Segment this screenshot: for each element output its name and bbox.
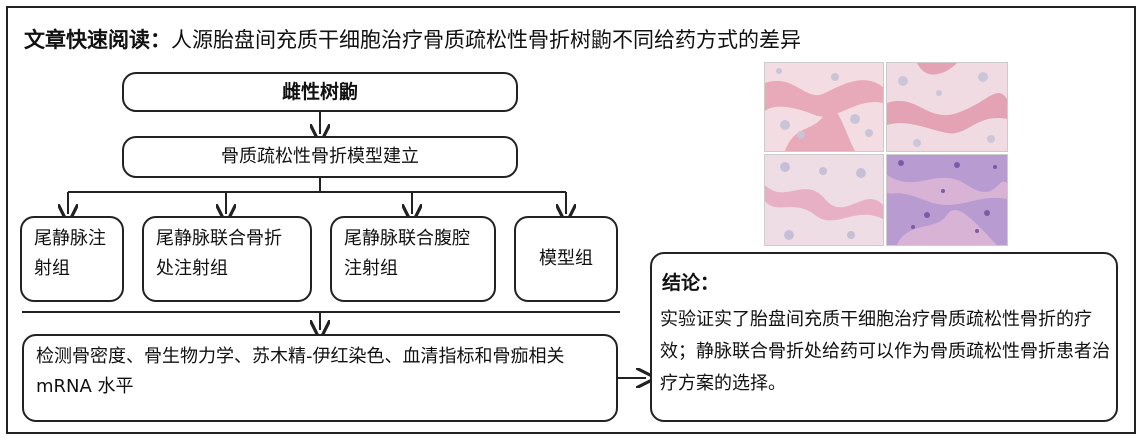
- group-box-1: 尾静脉注射组: [20, 216, 124, 302]
- title-text: 人源胎盘间充质干细胞治疗骨质疏松性骨折树鼩不同给药方式的差异: [171, 28, 801, 52]
- group-label-1: 尾静脉注射组: [34, 228, 106, 279]
- group-label-3: 尾静脉联合腹腔注射组: [344, 228, 470, 279]
- histology-image-4: [886, 154, 1008, 246]
- model-label: 骨质疏松性骨折模型建立: [221, 146, 419, 167]
- conclusion-box: [650, 252, 1118, 422]
- tests-box: 检测骨密度、骨生物力学、苏木精-伊红染色、血清指标和骨痂相关 mRNA 水平: [22, 334, 618, 422]
- histology-image-2: [886, 62, 1008, 152]
- model-box: 骨质疏松性骨折模型建立: [122, 136, 518, 178]
- histology-image-1: [764, 62, 884, 152]
- group-box-2: 尾静脉联合骨折处注射组: [142, 216, 312, 302]
- tests-label: 检测骨密度、骨生物力学、苏木精-伊红染色、血清指标和骨痂相关 mRNA 水平: [36, 346, 565, 397]
- outer-frame: [6, 6, 1136, 434]
- group-label-4: 模型组: [539, 248, 593, 269]
- histology-image-3: [764, 154, 884, 246]
- group-box-3: 尾静脉联合腹腔注射组: [330, 216, 496, 302]
- page-title: 文章快速阅读：人源胎盘间充质干细胞治疗骨质疏松性骨折树鼩不同给药方式的差异: [24, 24, 801, 54]
- group-label-2: 尾静脉联合骨折处注射组: [156, 228, 282, 279]
- subject-label: 雌性树鼩: [281, 81, 358, 103]
- group-box-4: 模型组: [514, 216, 618, 302]
- conclusion-text: 实验证实了胎盘间充质干细胞治疗骨质疏松性骨折的疗效；静脉联合骨折处给药可以作为骨…: [660, 309, 1110, 394]
- subject-box: 雌性树鼩: [122, 72, 518, 112]
- conclusion-title: 结论：: [662, 272, 720, 294]
- title-label: 文章快速阅读：: [24, 28, 171, 52]
